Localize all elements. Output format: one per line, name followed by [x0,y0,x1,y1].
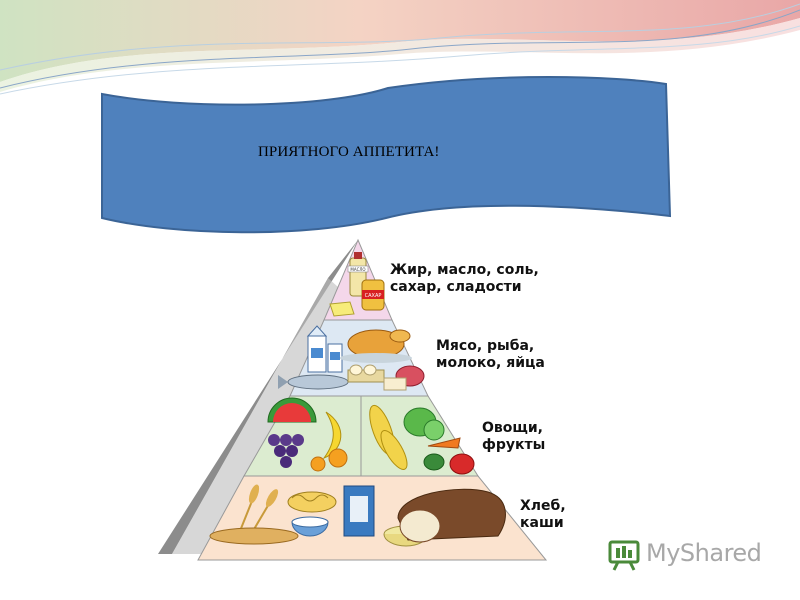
bananas-icon [322,411,342,460]
corn-icon [369,404,408,470]
food-pyramid-graphic: МАСЛО САХАР [158,238,548,561]
greens-icon [403,407,445,441]
pepper-icon [423,453,475,475]
tier-label-fats-sweets: Жир, масло, соль, сахар, сладости [390,262,539,295]
greeting-text: ПРИЯТНОГО АППЕТИТА! [258,144,440,160]
sugar-jar-icon: САХАР [361,279,385,311]
myshared-logo [608,540,640,571]
watermelon-icon [267,397,317,423]
meat-icon [383,365,425,391]
bread-loaf-icon [397,488,506,543]
grapes-icon [268,434,304,468]
eggs-icon [347,364,385,383]
rice-bowl-icon [291,516,329,537]
orange-slices-icon [310,448,348,472]
cereal-box-icon [343,485,375,537]
fish-icon [278,374,349,390]
tier-label-protein: Мясо, рыба, молоко, яйца [436,338,545,371]
milk-carton-icon [306,325,343,373]
tier-label-grains: Хлеб, каши [520,498,566,531]
tier-label-fruits-vegetables: Овощи, фрукты [482,420,546,453]
header-wave-decoration [0,0,800,95]
svg-text:МАСЛО: МАСЛО [350,267,365,272]
greeting-banner [101,76,672,234]
baguette-icon [209,527,299,545]
svg-text:САХАР: САХАР [365,293,382,299]
pasta-icon [287,491,337,513]
carrot-icon [427,437,461,449]
food-pyramid-illustration: МАСЛО САХАР [158,236,580,564]
butter-icon [329,301,355,317]
roast-chicken-icon [340,329,412,363]
watermark-text: MyShared [646,539,762,567]
